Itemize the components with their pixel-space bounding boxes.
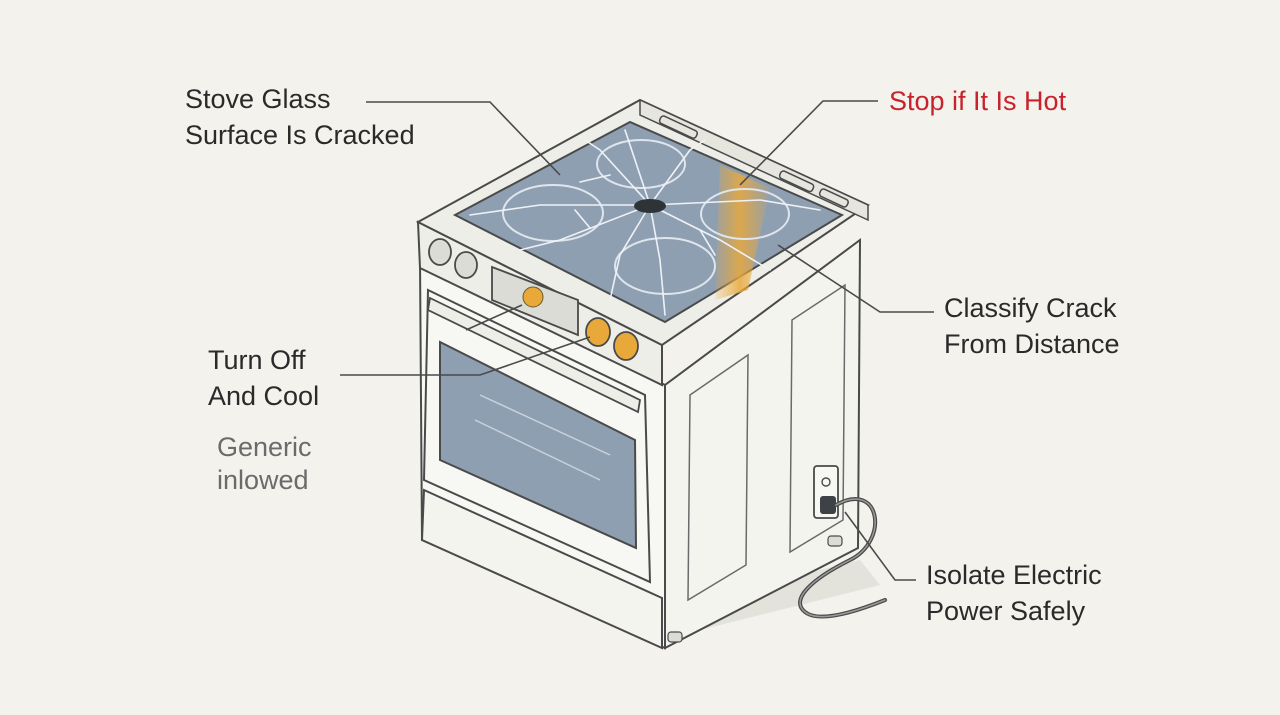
impact-point: [634, 199, 666, 213]
floor-shadow: [420, 520, 880, 640]
hot-zone: [715, 165, 770, 300]
callout-classify-line2: From Distance: [944, 329, 1120, 359]
leader-turnoff-1: [340, 336, 591, 376]
callout-glass-cracked: Stove Glass Surface Is Cracked: [185, 81, 415, 153]
foot: [827, 535, 843, 547]
callout-isolate-line2: Power Safely: [926, 596, 1086, 626]
cracked-glass-icon: [469, 129, 821, 316]
side-panel-inset: [687, 353, 749, 602]
callout-glass-cracked-line1: Stove Glass: [185, 84, 331, 114]
callout-generic-line1: Generic: [217, 432, 312, 462]
plug-icon: [820, 496, 836, 514]
leader-lines: [340, 100, 934, 581]
callout-classify-crack: Classify Crack From Distance: [944, 290, 1120, 362]
knob-icon: [613, 331, 639, 361]
leader-classify: [777, 244, 934, 313]
callout-isolate-power: Isolate Electric Power Safely: [926, 557, 1102, 629]
callout-turn-off: Turn Off And Cool: [208, 342, 319, 414]
leader-turnoff-2: [465, 304, 523, 331]
side-panel-inset-2: [789, 283, 846, 554]
burner-ring: [700, 188, 790, 240]
knob-icon: [522, 286, 544, 308]
callout-stop-if-hot-text: Stop if It Is Hot: [889, 86, 1067, 116]
bottom-drawer: [420, 488, 663, 650]
callout-classify-line1: Classify Crack: [944, 293, 1117, 323]
foot: [667, 631, 683, 643]
burner-ring: [596, 139, 686, 189]
knob-icon: [585, 317, 611, 347]
callout-turn-off-line2: And Cool: [208, 381, 320, 411]
leader-hot: [739, 100, 878, 186]
oven-handle: [427, 296, 641, 414]
knob-icon: [454, 251, 478, 279]
burner-ring: [614, 237, 716, 295]
back-rail: [639, 98, 869, 222]
oven-window: [439, 340, 638, 550]
callout-stop-if-hot: Stop if It Is Hot: [889, 83, 1066, 119]
stove-side-face: [664, 238, 862, 650]
leader-isolate: [844, 511, 916, 581]
oven-rack: [479, 394, 611, 456]
callout-isolate-line1: Isolate Electric: [926, 560, 1102, 590]
callout-glass-cracked-line2: Surface Is Cracked: [185, 120, 415, 150]
callout-turn-off-line1: Turn Off: [208, 345, 306, 375]
knob-icon: [428, 238, 452, 266]
oven-rack: [474, 419, 601, 481]
callout-generic-line2: inlowed: [217, 465, 309, 495]
callout-generic: Generic inlowed: [217, 431, 312, 497]
leader-cracked: [366, 101, 561, 176]
